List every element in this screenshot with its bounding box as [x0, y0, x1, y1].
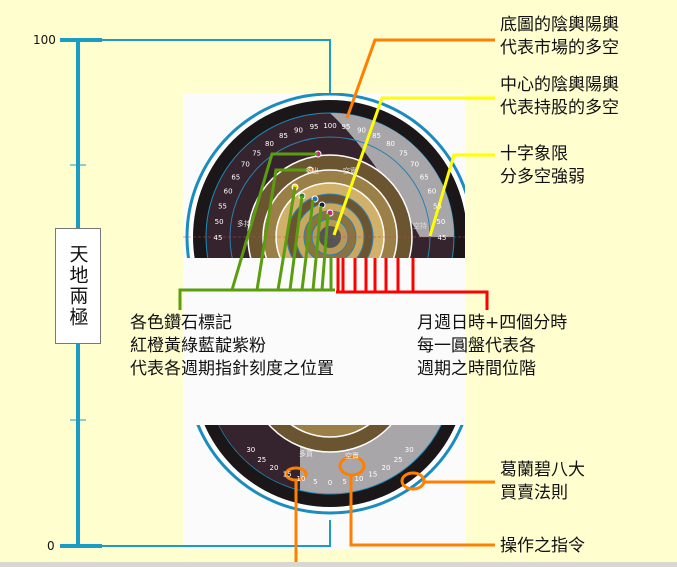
quadrant-label: 十字象限 分多空強弱 [500, 143, 585, 189]
base-map-label: 底圖的陰輿陽輿 代表市場的多空 [500, 14, 619, 60]
label-line: 葛蘭碧八大 [500, 460, 585, 480]
gems-label: 各色鑽石標記 紅橙黃綠藍靛紫粉 代表各週期指針刻度之位置 [130, 312, 334, 381]
scale-label: 95 [310, 123, 319, 131]
scale-label: 5 [313, 478, 317, 486]
scale-label: 95 [341, 123, 350, 131]
scale-label: 25 [257, 456, 266, 464]
scale-label: 85 [372, 132, 381, 140]
scale-label: 30 [405, 446, 414, 454]
label-line: 每一圓盤代表各 [417, 336, 536, 356]
command-label: 操作之指令 [500, 536, 585, 556]
granville-label: 葛蘭碧八大 買賣法則 [500, 459, 585, 505]
scale-label: 5 [342, 478, 346, 486]
label-line: 代表各週期指針刻度之位置 [130, 359, 334, 379]
scale-label: 70 [241, 161, 250, 169]
scale-label: 55 [433, 202, 442, 210]
dial-tag: 空實 [343, 166, 357, 175]
scale-label: 10 [355, 475, 364, 483]
cycle-leaders [336, 258, 489, 310]
scale-label: 15 [283, 470, 292, 478]
center-leader [332, 96, 495, 236]
label-line: 月週日時+四個分時 [417, 313, 568, 333]
scale-label: 50 [436, 218, 445, 226]
scale-label: 45 [214, 234, 223, 242]
scale-label: 75 [399, 149, 408, 157]
label-line: 買賣法則 [500, 483, 568, 503]
dial-tag: 多買 [299, 449, 313, 458]
scale-label: 90 [357, 127, 366, 135]
label-line: 代表持股的多空 [500, 98, 619, 118]
dial-tag: 多出 [305, 166, 319, 175]
scale-label: 55 [218, 202, 227, 210]
scale-label: 60 [224, 187, 233, 195]
base-map-leader [345, 38, 495, 119]
label-line: 分多空強弱 [500, 167, 585, 187]
scale-label: 20 [382, 464, 391, 472]
scale-label: 20 [270, 464, 279, 472]
dial-tag: 空持 [413, 221, 427, 230]
scale-label: 65 [231, 173, 240, 181]
bottom-border [0, 562, 677, 567]
label-line: 底圖的陰輿陽輿 [500, 15, 619, 35]
cycles-label: 月週日時+四個分時 每一圓盤代表各 週期之時間位階 [417, 312, 567, 381]
label-line: 各色鑽石標記 [130, 313, 232, 333]
dial-tag: 多持 [237, 219, 251, 228]
axis-top-value: 100 [33, 33, 56, 47]
scale-label: 30 [246, 446, 255, 454]
dial-tag: 空賣 [345, 451, 359, 460]
scale-label: 65 [420, 173, 429, 181]
axis-bottom-value: 0 [47, 539, 55, 553]
quadrant-leader [428, 153, 495, 237]
scale-label: 80 [265, 140, 274, 148]
scale-label: 80 [386, 140, 395, 148]
scale-label: 75 [252, 149, 261, 157]
scale-label: 85 [279, 132, 288, 140]
scale-label: 45 [438, 234, 447, 242]
scale-label: 70 [410, 161, 419, 169]
label-line: 週期之時間位階 [417, 359, 536, 379]
scale-label: 60 [427, 187, 436, 195]
scale-label: 0 [328, 479, 332, 487]
heaven-earth-box: 天地兩極 [55, 228, 101, 344]
scale-label: 10 [297, 475, 306, 483]
scale-label: 15 [368, 470, 377, 478]
bottom-dial [196, 425, 464, 515]
label-line: 紅橙黃綠藍靛紫粉 [130, 336, 266, 356]
center-label: 中心的陰輿陽輿 代表持股的多空 [500, 74, 619, 120]
label-line: 十字象限 [500, 144, 568, 164]
scale-label: 90 [294, 127, 303, 135]
scale-label: 50 [215, 218, 224, 226]
gem-leaders [178, 152, 335, 310]
label-line: 代表市場的多空 [500, 38, 619, 58]
command-markers [284, 455, 495, 567]
scale-label: 100 [323, 122, 336, 130]
label-line: 中心的陰輿陽輿 [500, 75, 619, 95]
scale-label: 25 [394, 456, 403, 464]
